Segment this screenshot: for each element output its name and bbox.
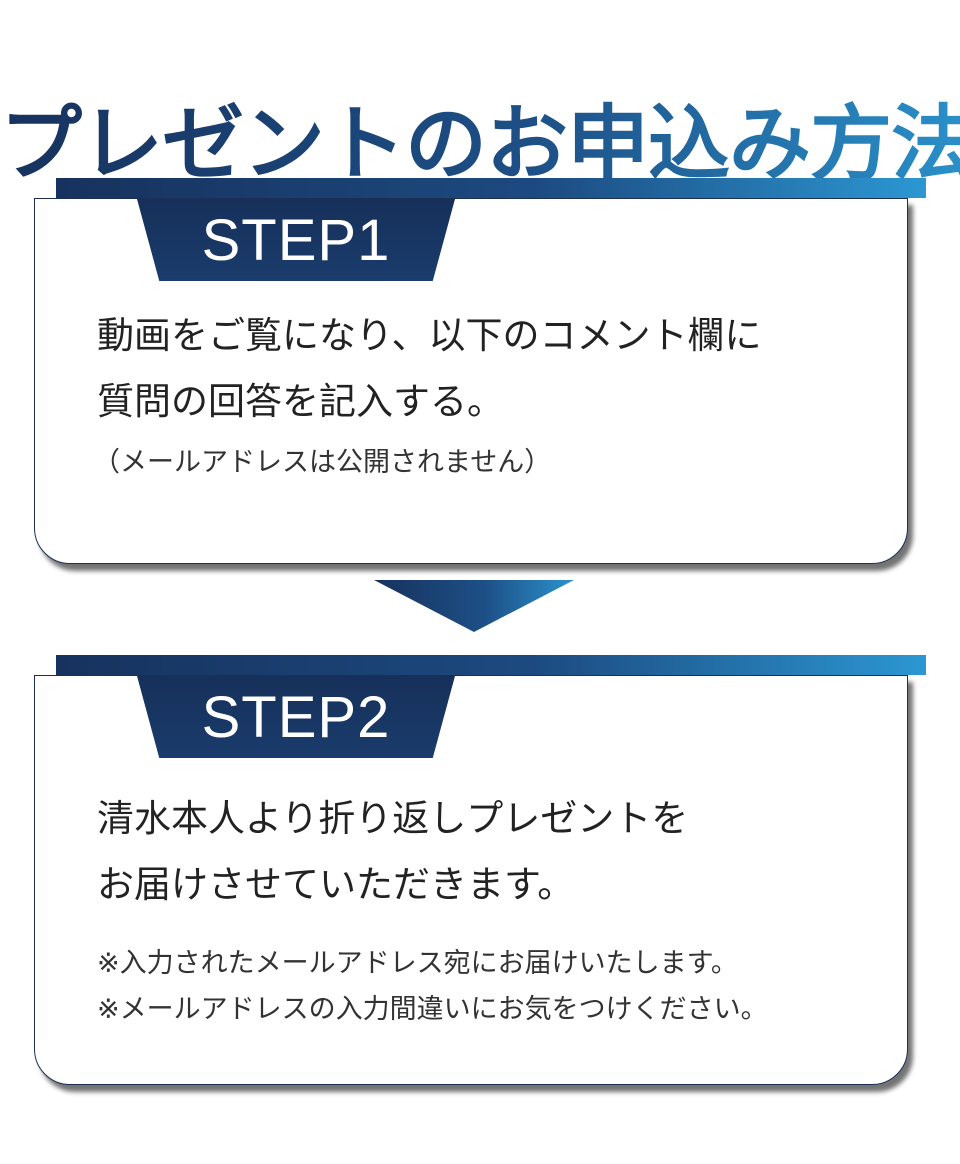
- step2-label: STEP2: [137, 676, 455, 758]
- step1-content-box: STEP1 動画をご覧になり、以下のコメント欄に 質問の回答を記入する。 （メー…: [34, 198, 908, 564]
- step1-text-line-2: 質問の回答を記入する。: [97, 380, 504, 423]
- page-title: プレゼントのお申込み方法: [0, 85, 960, 205]
- step2-note-2: ※メールアドレスの入力間違いにお気をつけください。: [97, 994, 768, 1025]
- step2-text-line-1: 清水本人より折り返しプレゼントを: [97, 797, 689, 840]
- triangle-down-icon: [374, 580, 574, 632]
- step2-header-bar: [56, 655, 926, 675]
- step1-card: STEP1 動画をご覧になり、以下のコメント欄に 質問の回答を記入する。 （メー…: [34, 178, 926, 568]
- step2-card: STEP2 清水本人より折り返しプレゼントを お届けさせていただきます。 ※入力…: [34, 655, 926, 1095]
- step1-header-bar: [56, 178, 926, 198]
- step2-note-1: ※入力されたメールアドレス宛にお届けいたします。: [97, 948, 738, 979]
- step1-note: （メールアドレスは公開されません）: [93, 447, 552, 478]
- step2-text-line-2: お届けさせていただきます。: [97, 863, 575, 906]
- step2-content-box: STEP2 清水本人より折り返しプレゼントを お届けさせていただきます。 ※入力…: [34, 675, 908, 1085]
- step1-label: STEP1: [137, 199, 455, 281]
- step1-text-line-1: 動画をご覧になり、以下のコメント欄に: [97, 314, 762, 357]
